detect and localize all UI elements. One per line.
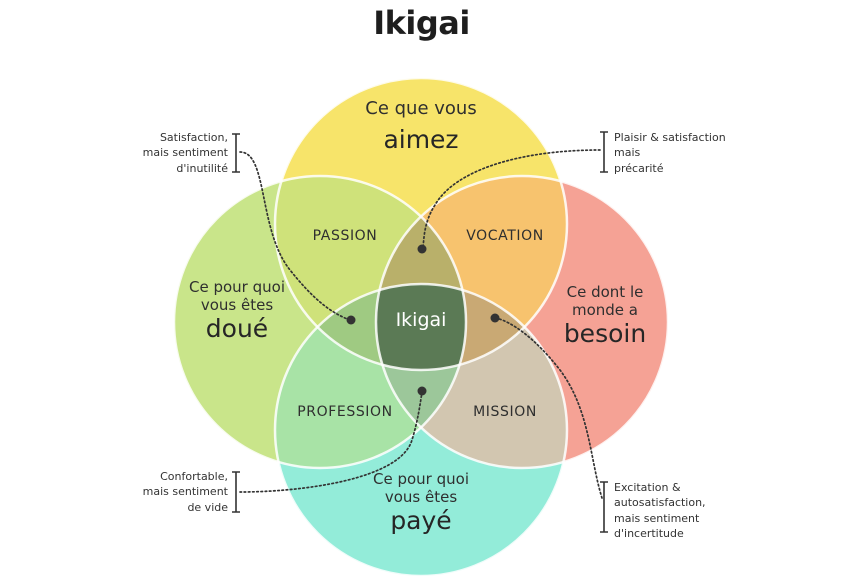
bracket-top-right: [600, 131, 608, 173]
outline-top: [273, 76, 569, 372]
label-right-line1: Ce dont le: [566, 283, 644, 301]
connector-top-left: [239, 151, 351, 321]
connector-dot-bottom-right: [490, 313, 500, 323]
label-left: Ce pour quoi vous êtes doué: [172, 278, 302, 343]
note-top-left-l2: mais sentiment: [142, 146, 228, 160]
note-bottom-right-l2: autosatisfaction,: [614, 496, 706, 510]
connector-bottom-left: [239, 391, 423, 493]
note-bottom-left-l2: mais sentiment: [142, 485, 228, 499]
label-bottom: Ce pour quoi vous êtes payé: [341, 470, 501, 535]
label-passion: PASSION: [312, 228, 378, 244]
label-top-line1: Ce que vous: [365, 98, 477, 119]
note-top-right-l1: Plaisir & satisfaction: [614, 131, 726, 144]
label-left-line1: Ce pour quoi: [189, 278, 285, 296]
label-vocation: VOCATION: [466, 228, 544, 244]
label-bottom-line2: vous êtes: [384, 488, 458, 507]
label-left-big: doué: [205, 313, 269, 343]
label-bottom-line1: Ce pour quoi: [373, 470, 469, 488]
label-right-line2: monde a: [571, 301, 638, 320]
label-profession: PROFESSION: [297, 404, 393, 420]
note-top-left-l1: Satisfaction,: [159, 131, 228, 144]
note-top-left-l3: d'inutilité: [176, 161, 228, 175]
connector-bottom-right: [495, 317, 603, 499]
note-bottom-right-l1: Excitation &: [614, 481, 681, 494]
label-center-ikigai: Ikigai: [395, 309, 447, 331]
label-left-line2: vous êtes: [200, 296, 274, 315]
note-bottom-left-l1: Confortable,: [160, 470, 228, 483]
label-top: Ce que vous aimez: [321, 98, 521, 155]
outline-left: [172, 174, 468, 470]
connector-top-right: [422, 149, 601, 249]
note-top-left: Satisfaction, mais sentiment d'inutilité: [120, 130, 228, 176]
outline-right: [374, 174, 670, 470]
label-mission: MISSION: [473, 404, 537, 420]
bracket-bottom-right: [600, 481, 608, 533]
connector-dot-top-left: [346, 315, 356, 325]
connector-dot-top-right: [417, 244, 427, 254]
label-top-big: aimez: [383, 124, 459, 154]
note-bottom-right: Excitation & autosatisfaction, mais sent…: [614, 480, 744, 542]
note-bottom-right-l3: mais sentiment: [614, 511, 700, 525]
note-bottom-right-l4: d'incertitude: [614, 527, 684, 541]
note-top-right-l2: mais: [614, 146, 641, 160]
bracket-top-left: [232, 133, 240, 173]
bracket-bottom-left: [232, 471, 240, 513]
note-top-right-l3: précarité: [614, 161, 664, 175]
connector-dot-bottom-left: [417, 386, 427, 396]
region-passion: [275, 176, 466, 370]
outline-bottom: [273, 282, 569, 578]
page-title: Ikigai: [373, 4, 470, 42]
center-core: [376, 284, 466, 370]
note-bottom-left-l3: de vide: [187, 500, 228, 514]
region-vocation: [376, 176, 567, 370]
note-bottom-left: Confortable, mais sentiment de vide: [120, 469, 228, 515]
note-top-right: Plaisir & satisfaction mais précarité: [614, 130, 744, 176]
label-right: Ce dont le monde a besoin: [540, 283, 670, 348]
label-right-big: besoin: [563, 318, 647, 348]
label-bottom-big: payé: [390, 505, 452, 535]
